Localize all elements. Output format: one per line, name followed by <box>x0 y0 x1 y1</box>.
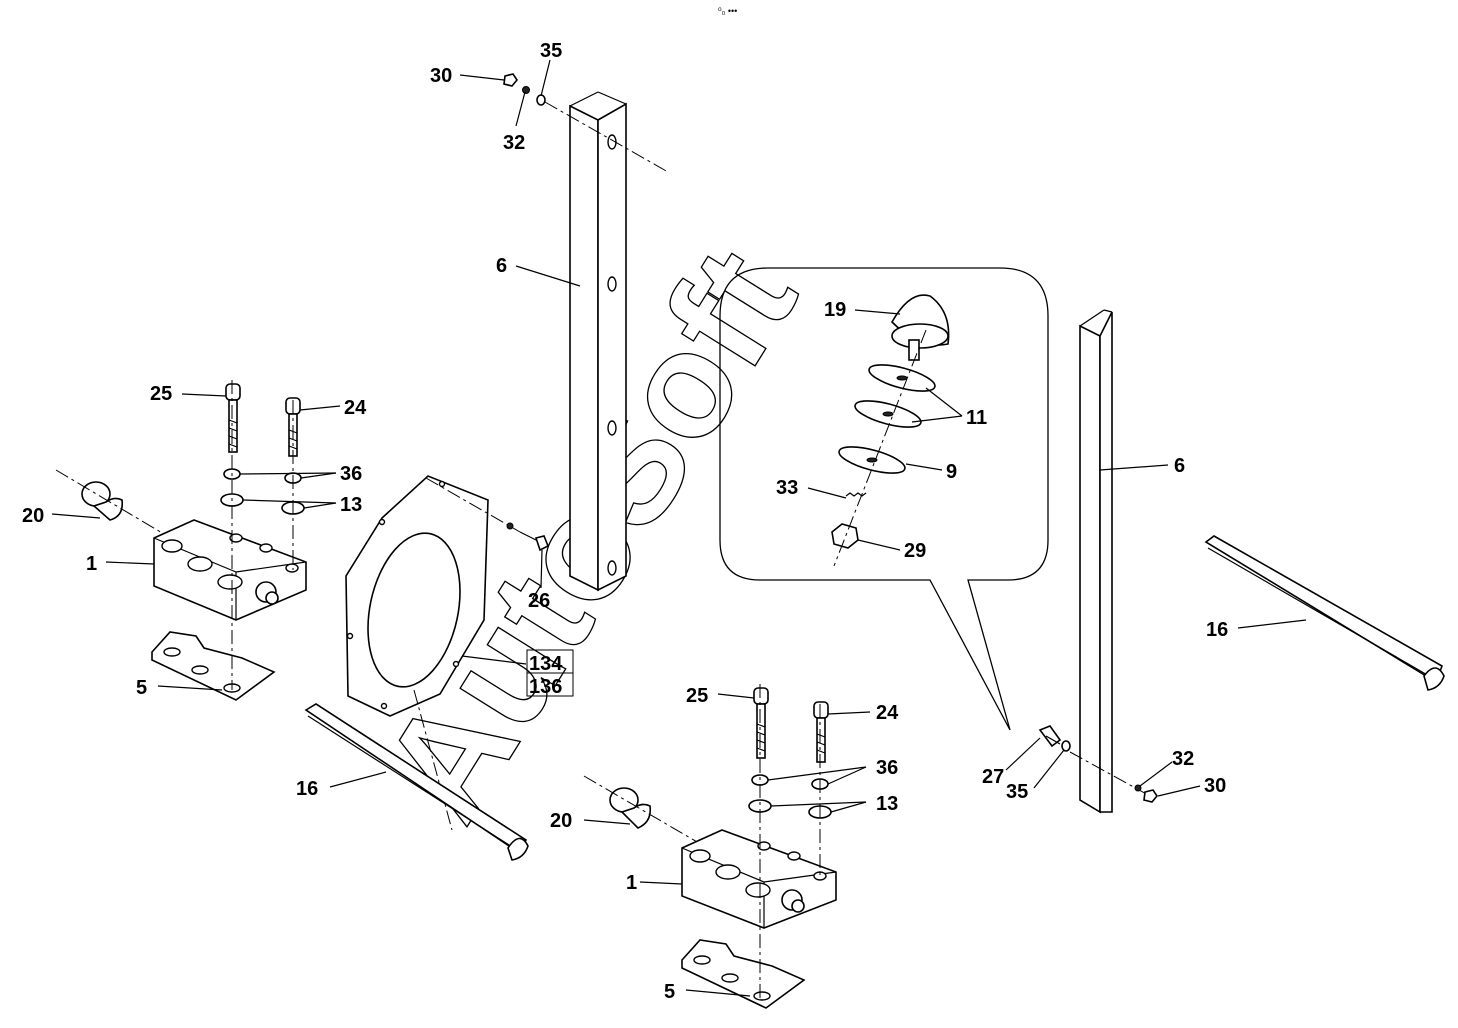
callout-27: 27 <box>982 766 1004 788</box>
callout-30-top: 30 <box>430 65 452 87</box>
callout-36-left: 36 <box>340 463 362 485</box>
callout-6-left: 6 <box>496 255 507 277</box>
callout-9: 9 <box>946 461 957 483</box>
bolt-26 <box>506 522 550 552</box>
leader-lines <box>51 59 1307 997</box>
callout-36-right: 36 <box>876 757 898 779</box>
callout-26: 26 <box>528 590 550 612</box>
callout-19: 19 <box>824 299 846 321</box>
callout-labels: 30 35 32 6 19 11 9 33 29 6 25 24 36 13 2… <box>22 40 1228 1003</box>
callout-13-right: 13 <box>876 793 898 815</box>
callout-20-left: 20 <box>22 505 44 527</box>
watermark-speech-bubble <box>719 267 1049 731</box>
callout-24-right: 24 <box>876 702 899 724</box>
callout-134: 134 <box>529 653 563 675</box>
callout-5-right: 5 <box>664 981 675 1003</box>
callout-box-136 <box>526 672 574 697</box>
callout-136: 136 <box>529 676 562 698</box>
block-assembly-right <box>583 684 837 1009</box>
callout-5-left: 5 <box>136 677 147 699</box>
callout-16-left: 16 <box>296 778 318 800</box>
block-assembly-left <box>55 380 307 701</box>
rail-right <box>1204 535 1445 691</box>
callout-24-left: 24 <box>344 397 367 419</box>
top-mark: ⁰₀ ••• <box>718 6 737 16</box>
rail-left <box>304 703 529 861</box>
callout-35-top: 35 <box>540 40 562 62</box>
callout-33: 33 <box>776 477 798 499</box>
callout-29: 29 <box>904 540 926 562</box>
callout-6-right: 6 <box>1174 455 1185 477</box>
callout-16-right: 16 <box>1206 619 1228 641</box>
angle-bar-right <box>1069 309 1151 814</box>
callout-32-right: 32 <box>1172 748 1194 770</box>
fasteners-right <box>1038 725 1158 803</box>
callout-20-right: 20 <box>550 810 572 832</box>
callout-13-left: 13 <box>340 494 362 516</box>
callout-1-left: 1 <box>86 553 97 575</box>
octagonal-plate <box>345 475 521 831</box>
fasteners-top <box>503 73 546 106</box>
callout-25-left: 25 <box>150 383 172 405</box>
callout-25-right: 25 <box>686 685 708 707</box>
angle-bar-left <box>544 91 669 592</box>
callout-30-right: 30 <box>1204 775 1226 797</box>
mount-assembly <box>831 294 950 567</box>
callout-32-top: 32 <box>503 132 525 154</box>
callout-35-right: 35 <box>1006 781 1028 803</box>
callout-1-right: 1 <box>626 872 637 894</box>
callout-11: 11 <box>966 407 987 429</box>
